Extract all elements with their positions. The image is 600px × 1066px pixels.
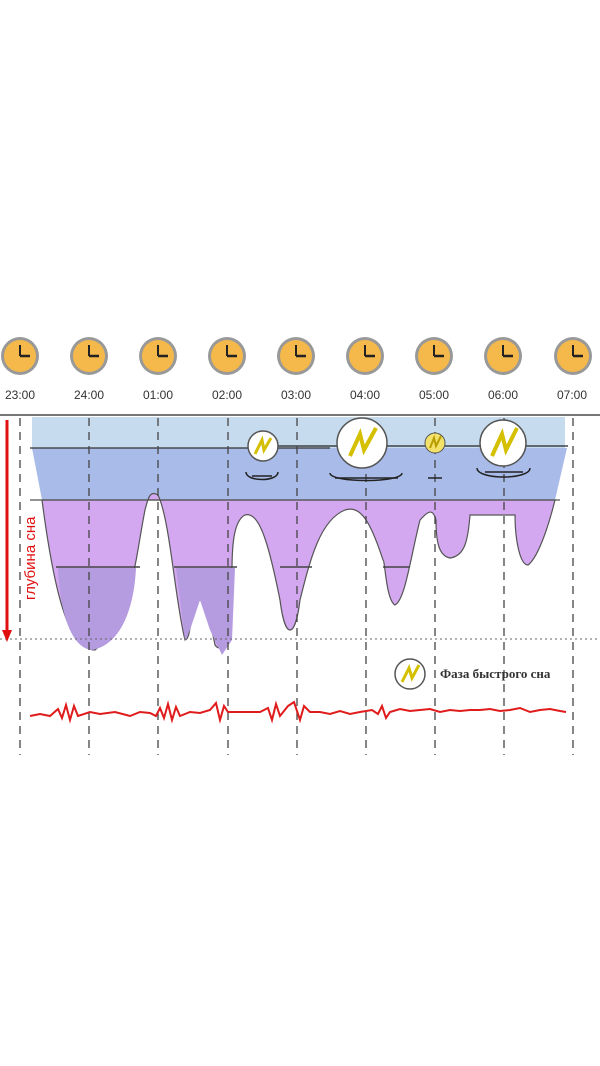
time-label: 24:00 — [73, 388, 105, 402]
time-label: 23:00 — [4, 388, 36, 402]
ekg-line — [29, 700, 567, 724]
clock-icon — [277, 337, 315, 375]
clock-icon — [1, 337, 39, 375]
time-label: 02:00 — [211, 388, 243, 402]
clock-icon — [484, 337, 522, 375]
clock-icon — [554, 337, 592, 375]
clock-icon — [139, 337, 177, 375]
clock-icon — [208, 337, 246, 375]
legend-rem-label: Фаза быстрого сна — [440, 666, 551, 681]
y-axis-label: глубина сна — [22, 516, 39, 600]
time-label: 01:00 — [142, 388, 174, 402]
time-label: 03:00 — [280, 388, 312, 402]
rem-icons — [247, 417, 527, 469]
clock-icon — [415, 337, 453, 375]
time-label: 07:00 — [556, 388, 588, 402]
clock-icon — [346, 337, 384, 375]
time-label: 05:00 — [418, 388, 450, 402]
time-label: 06:00 — [487, 388, 519, 402]
clock-icon — [70, 337, 108, 375]
time-label: 04:00 — [349, 388, 381, 402]
